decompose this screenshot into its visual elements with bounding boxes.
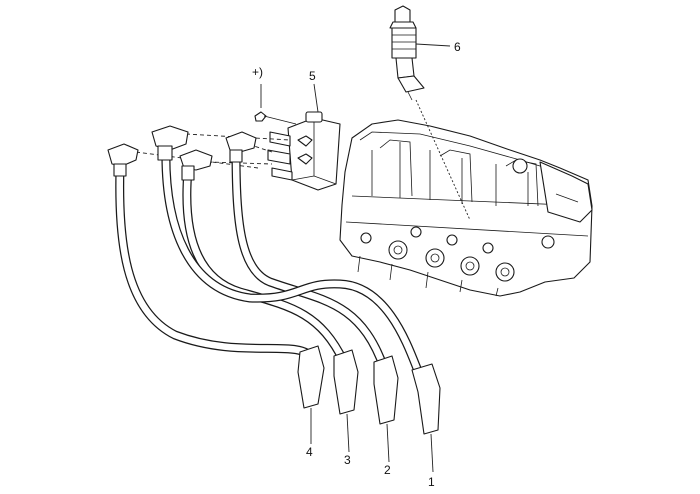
callout-labels: 1 2 3 4 5 6 +) [252, 40, 461, 489]
callout-1: 1 [428, 475, 435, 489]
callout-3: 3 [344, 453, 351, 467]
callout-leaders [310, 43, 451, 473]
plug-boot-1-highlight [411, 363, 441, 435]
callout-2: 2 [384, 463, 391, 477]
spark-plug [389, 5, 425, 101]
ignition-coil [267, 111, 341, 191]
plug-end-boots [297, 345, 441, 435]
callout-5: 5 [309, 69, 316, 83]
cylinder-head [339, 119, 593, 297]
wire-1-highlight [162, 142, 424, 380]
spark-plug-leader-line [415, 99, 471, 221]
callout-bolt: +) [252, 65, 263, 79]
callout-4: 4 [306, 445, 313, 459]
boot-1-highlight [151, 125, 189, 151]
coil-mounting-bolt [254, 111, 297, 125]
coil-end-boots [107, 125, 257, 181]
callout-6: 6 [454, 40, 461, 54]
ignition-wires [115, 141, 425, 381]
